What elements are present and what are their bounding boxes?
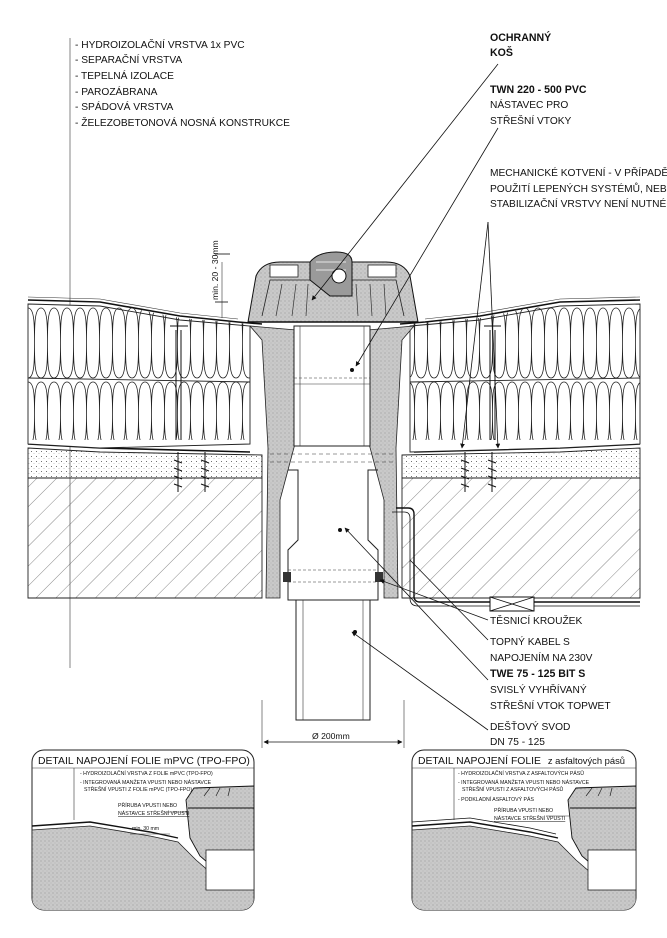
detail-title-suffix: z asfaltových pásů	[548, 755, 625, 766]
anchor-label: MECHANICKÉ KOTVENÍ - V PŘÍPADĚ	[490, 166, 667, 179]
detail-item: - INTEGROVANÁ MANŽETA VPUSTI NEBO NÁSTAV…	[80, 778, 212, 786]
anchor-label: STABILIZAČNÍ VRSTVY NENÍ NUTNÉ	[490, 197, 666, 210]
svod-label: DN 75 - 125	[490, 737, 545, 748]
layer-list: - HYDROIZOLAČNÍ VRSTVA 1x PVC - SEPARAČN…	[75, 38, 290, 129]
twn-title: TWN 220 - 500 PVC	[490, 84, 587, 96]
layer-item: - ŽELEZOBETONOVÁ NOSNÁ KONSTRUKCE	[75, 116, 290, 129]
twn-label: NÁSTAVEC PRO	[490, 98, 568, 111]
detail-item: STŘEŠNÍ VPUSTI Z FOLIE mPVC (TPO-FPO)	[84, 785, 192, 793]
heating-cable	[392, 507, 640, 612]
callout-labels: OCHRANNÝ KOŠ TWN 220 - 500 PVC NÁSTAVEC …	[490, 31, 667, 748]
svod-label: DEŠŤOVÝ SVOD	[490, 720, 570, 733]
roof-drain-body	[249, 325, 415, 721]
dimension-diameter: Ø 200mm	[261, 700, 405, 748]
detail-flange-label: NÁSTAVCE STŘEŠNÍ VPUSTI	[494, 814, 565, 822]
detail-dim-label: min. 30 mm	[132, 826, 159, 832]
insulation-wave	[28, 307, 250, 379]
leader-lines	[311, 63, 501, 731]
dimension-diameter-label: Ø 200mm	[312, 731, 350, 741]
anchor-label: POUŽITÍ LEPENÝCH SYSTÉMŮ, NEBO	[490, 182, 667, 195]
detail-item: - HYDROIZOLAČNÍ VRSTVA Z ASFALTOVÝCH PÁS…	[458, 770, 584, 777]
basket-label: OCHRANNÝ	[490, 31, 551, 44]
cable-label: TOPNÝ KABEL S	[490, 635, 570, 648]
cable-label: NAPOJENÍM NA 230V	[490, 651, 593, 664]
thermal-insulation	[27, 303, 641, 453]
seal-ring-label: TĚSNICÍ KROUŽEK	[490, 614, 582, 627]
detail-panel-mpvc: DETAIL NAPOJENÍ FOLIE mPVC (TPO-FPO) - H…	[31, 749, 255, 911]
twe-title: TWE 75 - 125 BIT S	[490, 668, 585, 680]
layer-item: - SPÁDOVÁ VRSTVA	[75, 100, 174, 113]
dimension-height-label: min. 20 - 30mm	[210, 240, 220, 300]
detail-flange-label: PŘÍRUBA VPUSTI NEBO	[494, 806, 553, 814]
detail-item: - INTEGROVANÁ MANŽETA VPUSTI NEBO NÁSTAV…	[458, 778, 590, 786]
detail-title-prefix: DETAIL NAPOJENÍ FOLIE	[418, 754, 541, 767]
detail-item: - HYDROIZOLAČNÍ VRSTVA Z FOLIE mPVC (TPO…	[80, 770, 213, 777]
detail-item: STŘEŠNÍ VPUSTI Z ASFALTOVÝCH PÁSŮ	[462, 785, 564, 793]
twe-label: SVISLÝ VYHŘÍVANÝ	[490, 683, 587, 696]
detail-flange-label: PŘÍRUBA VPUSTI NEBO	[118, 801, 177, 809]
layer-item: - PAROZÁBRANA	[75, 85, 158, 98]
detail-item: - PODKLADNÍ ASFALTOVÝ PÁS	[458, 796, 534, 803]
twn-label: STŘEŠNÍ VTOKY	[490, 114, 572, 127]
layer-item: - TEPELNÁ IZOLACE	[75, 69, 174, 82]
pvc-membrane	[27, 299, 263, 325]
slope-layer	[27, 447, 641, 479]
layer-item: - SEPARAČNÍ VRSTVA	[75, 53, 182, 66]
basket-label: KOŠ	[490, 46, 513, 59]
detail-title: DETAIL NAPOJENÍ FOLIE z asfaltových pásů	[418, 754, 625, 767]
insulation-wave	[410, 307, 640, 379]
twe-label: STŘEŠNÍ VTOK TOPWET	[490, 699, 611, 712]
detail-panel-asphalt: DETAIL NAPOJENÍ FOLIE z asfaltových pásů…	[411, 749, 637, 911]
protective-basket	[247, 251, 419, 323]
dimension-height: min. 20 - 30mm	[210, 240, 230, 318]
detail-flange-label: NÁSTAVCE STŘEŠNÍ VPUSTI	[118, 809, 189, 817]
concrete-slab	[27, 477, 641, 599]
layer-item: - HYDROIZOLAČNÍ VRSTVA 1x PVC	[75, 38, 245, 51]
detail-title: DETAIL NAPOJENÍ FOLIE mPVC (TPO-FPO)	[38, 754, 250, 767]
